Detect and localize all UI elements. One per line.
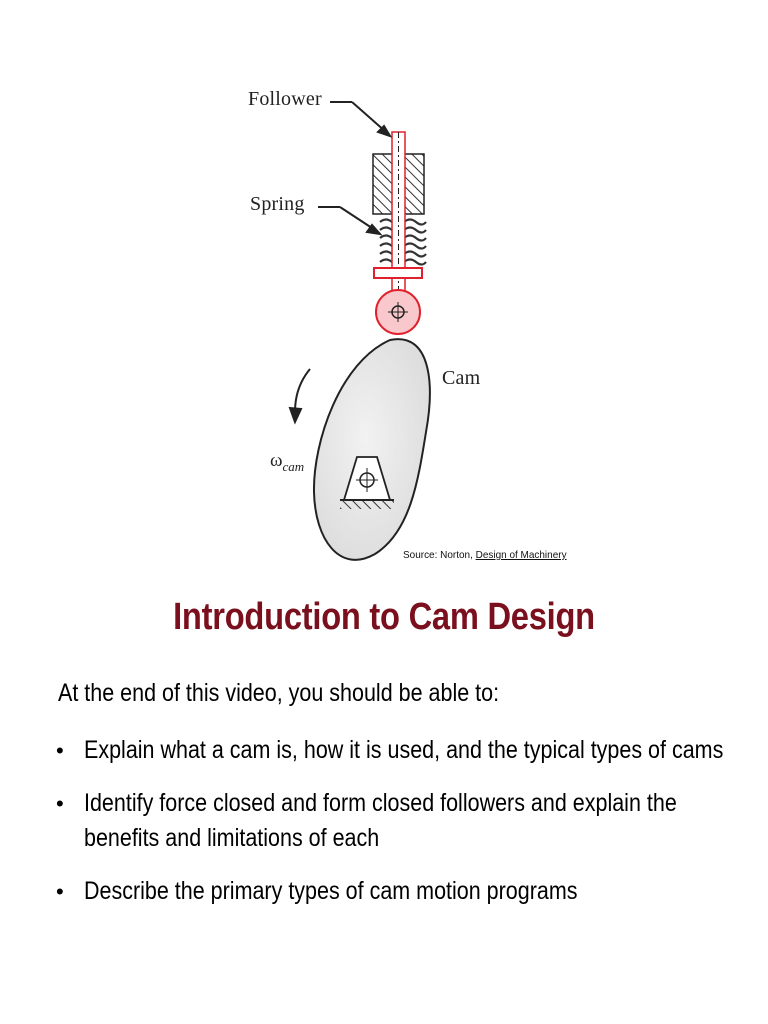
- list-item: • Explain what a cam is, how it is used,…: [56, 733, 746, 768]
- cam-follower-figure: Follower Spring Cam ωcam: [230, 62, 590, 572]
- rotation-arrow: [288, 368, 311, 425]
- objectives-intro: At the end of this video, you should be …: [58, 679, 500, 707]
- objective-text: Explain what a cam is, how it is used, a…: [84, 736, 724, 764]
- cam-label: Cam: [442, 367, 481, 389]
- bullet-marker: •: [56, 791, 64, 816]
- spring-label: Spring: [250, 193, 305, 215]
- figure-source-credit: Source: Norton, Design of Machinery: [403, 549, 567, 561]
- roller: [375, 289, 421, 335]
- objective-text: Describe the primary types of cam motion…: [84, 877, 578, 905]
- list-item: • Describe the primary types of cam moti…: [56, 874, 746, 909]
- source-book-title: Design of Machinery: [475, 549, 567, 561]
- retainer-plate: [373, 267, 423, 279]
- omega-cam-label: ωcam: [270, 450, 305, 474]
- objectives-list: • Explain what a cam is, how it is used,…: [56, 733, 746, 927]
- slide-title: Introduction to Cam Design: [173, 596, 595, 638]
- follower-leader: [330, 101, 393, 138]
- cam-body: [312, 338, 431, 561]
- list-item: • Identify force closed and form closed …: [56, 786, 746, 856]
- cam-hub: [340, 456, 394, 509]
- objective-text: Identify force closed and form closed fo…: [84, 789, 677, 852]
- bullet-marker: •: [56, 879, 64, 904]
- bullet-marker: •: [56, 738, 64, 763]
- spring-leader: [318, 206, 383, 236]
- follower-label: Follower: [248, 88, 322, 110]
- cam-diagram: [288, 101, 431, 561]
